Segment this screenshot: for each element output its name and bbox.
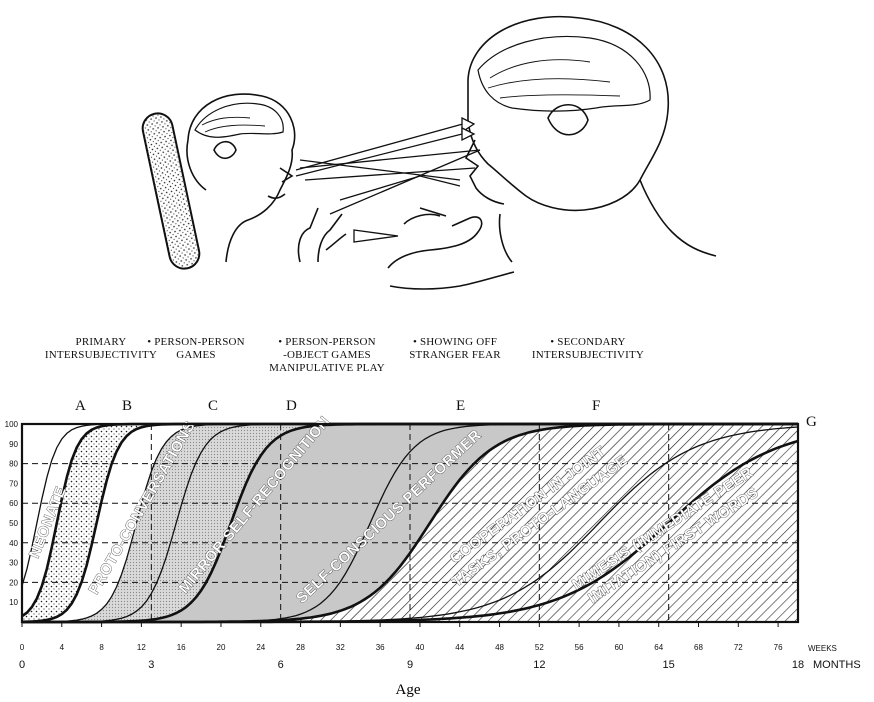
illustration [141,15,717,290]
mother-head-illustration [464,15,717,263]
stage-letter-f: F [592,398,601,414]
x-axis-label: Age [396,682,421,698]
week-tick-label: 72 [734,643,743,652]
gaze-arrows [295,116,481,243]
stage-letter-c: C [208,398,219,414]
band-cooperation-mimesis [22,424,798,622]
week-tick-label: 44 [455,643,464,652]
month-tick-label: 0 [19,659,25,671]
y-axis-ticks: 10 20 30 40 50 60 70 80 90 100 [5,420,19,607]
x2-unit-label: MONTHS [813,659,861,671]
hands-illustration [297,207,515,290]
stage-letter-e: E [456,398,466,414]
stage-letter-g: G [806,414,817,430]
week-tick-label: 8 [99,643,104,652]
stage-letter-d: D [286,398,297,414]
y-tick-label: 10 [9,598,18,607]
band-self-conscious-performer [22,424,798,622]
week-tick-label: 20 [217,643,226,652]
y-tick-label: 30 [9,559,18,568]
mirror-illustration [141,112,201,270]
x-unit-label: WEEKS [808,644,837,653]
stage-letter-a: A [75,398,86,414]
y-tick-label: 80 [9,460,18,469]
y-tick-label: 90 [9,440,18,449]
week-tick-label: 56 [575,643,584,652]
week-tick-label: 76 [774,643,783,652]
week-tick-label: 48 [495,643,504,652]
week-tick-label: 52 [535,643,544,652]
grid-lines [22,424,798,622]
infant-head-illustration [186,93,296,263]
month-tick-label: 18 [792,659,804,671]
week-tick-label: 64 [654,643,663,652]
plot-frame [20,422,800,624]
stage-letter-b: B [122,398,133,414]
week-tick-label: 12 [137,643,146,652]
week-tick-label: 68 [694,643,703,652]
y-tick-label: 100 [5,420,19,429]
y-tick-label: 70 [9,479,18,488]
week-tick-label: 32 [336,643,345,652]
band-proto-conversations [22,424,798,622]
week-tick-label: 16 [177,643,186,652]
month-tick-label: 15 [663,659,675,671]
week-tick-label: 28 [296,643,305,652]
month-tick-label: 9 [407,659,413,671]
week-tick-label: 24 [256,643,265,652]
band-mirror-self-recognition [22,424,798,622]
week-tick-label: 0 [20,643,25,652]
y-tick-label: 50 [9,519,18,528]
week-tick-label: 36 [376,643,385,652]
week-tick-label: 60 [614,643,623,652]
y-tick-label: 40 [9,539,18,548]
month-tick-label: 3 [148,659,154,671]
y-tick-label: 20 [9,578,18,587]
week-tick-label: 40 [415,643,424,652]
month-tick-label: 12 [533,659,545,671]
y-tick-label: 60 [9,499,18,508]
week-tick-label: 4 [60,643,65,652]
month-tick-label: 6 [278,659,284,671]
